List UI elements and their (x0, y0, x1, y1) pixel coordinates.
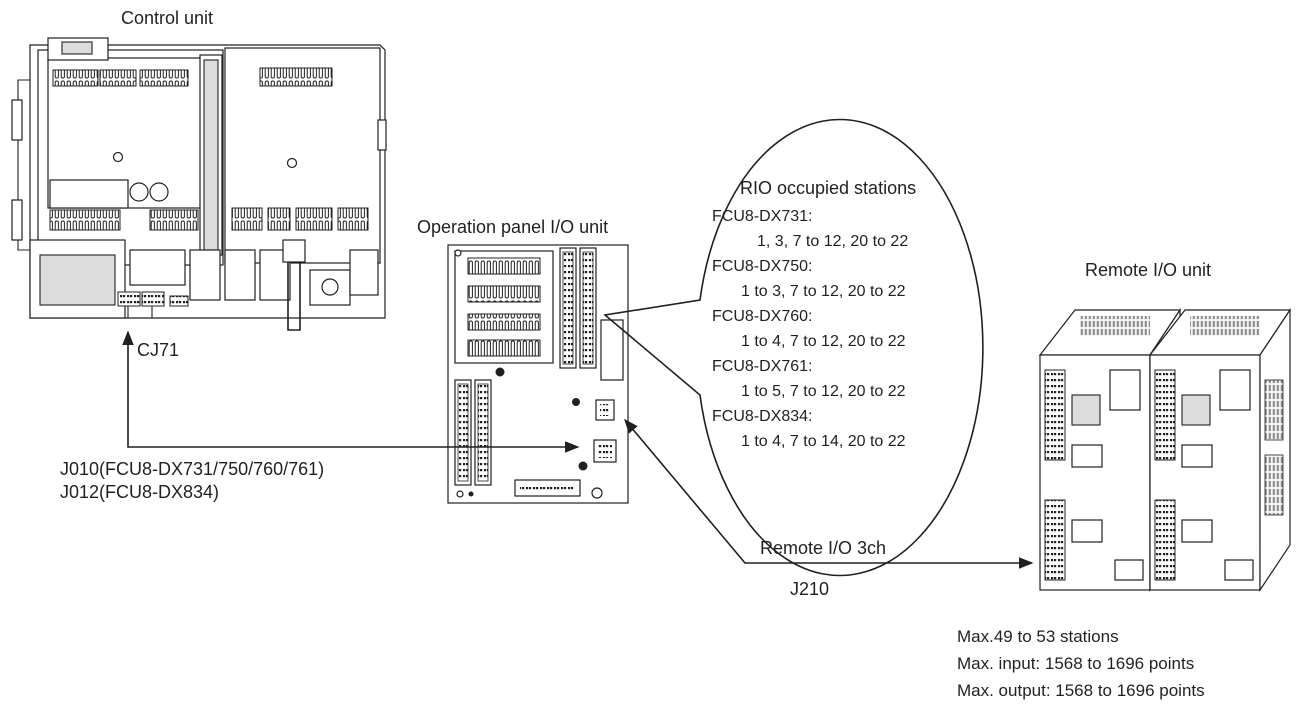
cable-j010-label: J010(FCU8-DX731/750/760/761) (60, 459, 324, 479)
control-unit (12, 38, 386, 330)
callout-model: FCU8-DX750: (712, 258, 812, 275)
callout-stations: 1 to 4, 7 to 14, 20 to 22 (741, 433, 906, 450)
limit-output: Max. output: 1568 to 1696 points (957, 681, 1205, 700)
callout-model: FCU8-DX834: (712, 408, 812, 425)
remote-io-unit (1040, 310, 1290, 590)
callout-model: FCU8-DX761: (712, 358, 812, 375)
remote-io-module (1150, 310, 1290, 590)
callout-stations: 1 to 5, 7 to 12, 20 to 22 (741, 383, 906, 400)
callout-stations: 1, 3, 7 to 12, 20 to 22 (757, 233, 908, 250)
operation-panel-label: Operation panel I/O unit (417, 217, 608, 237)
control-unit-label: Control unit (121, 8, 213, 28)
callout-model: FCU8-DX760: (712, 308, 812, 325)
remote-io-unit-label: Remote I/O unit (1085, 260, 1211, 280)
callout-stations: 1 to 4, 7 to 12, 20 to 22 (741, 333, 906, 350)
callout-title: RIO occupied stations (740, 178, 916, 198)
cj71-label: CJ71 (137, 340, 179, 360)
limit-input: Max. input: 1568 to 1696 points (957, 654, 1194, 673)
remote-io-3ch-label: Remote I/O 3ch (760, 538, 886, 558)
operation-panel-io-unit (448, 245, 628, 503)
limit-stations: Max.49 to 53 stations (957, 627, 1119, 646)
cable-j012-label: J012(FCU8-DX834) (60, 482, 219, 502)
callout-model: FCU8-DX731: (712, 208, 812, 225)
callout-stations: 1 to 3, 7 to 12, 20 to 22 (741, 283, 906, 300)
cable-j210-label: J210 (790, 579, 829, 599)
